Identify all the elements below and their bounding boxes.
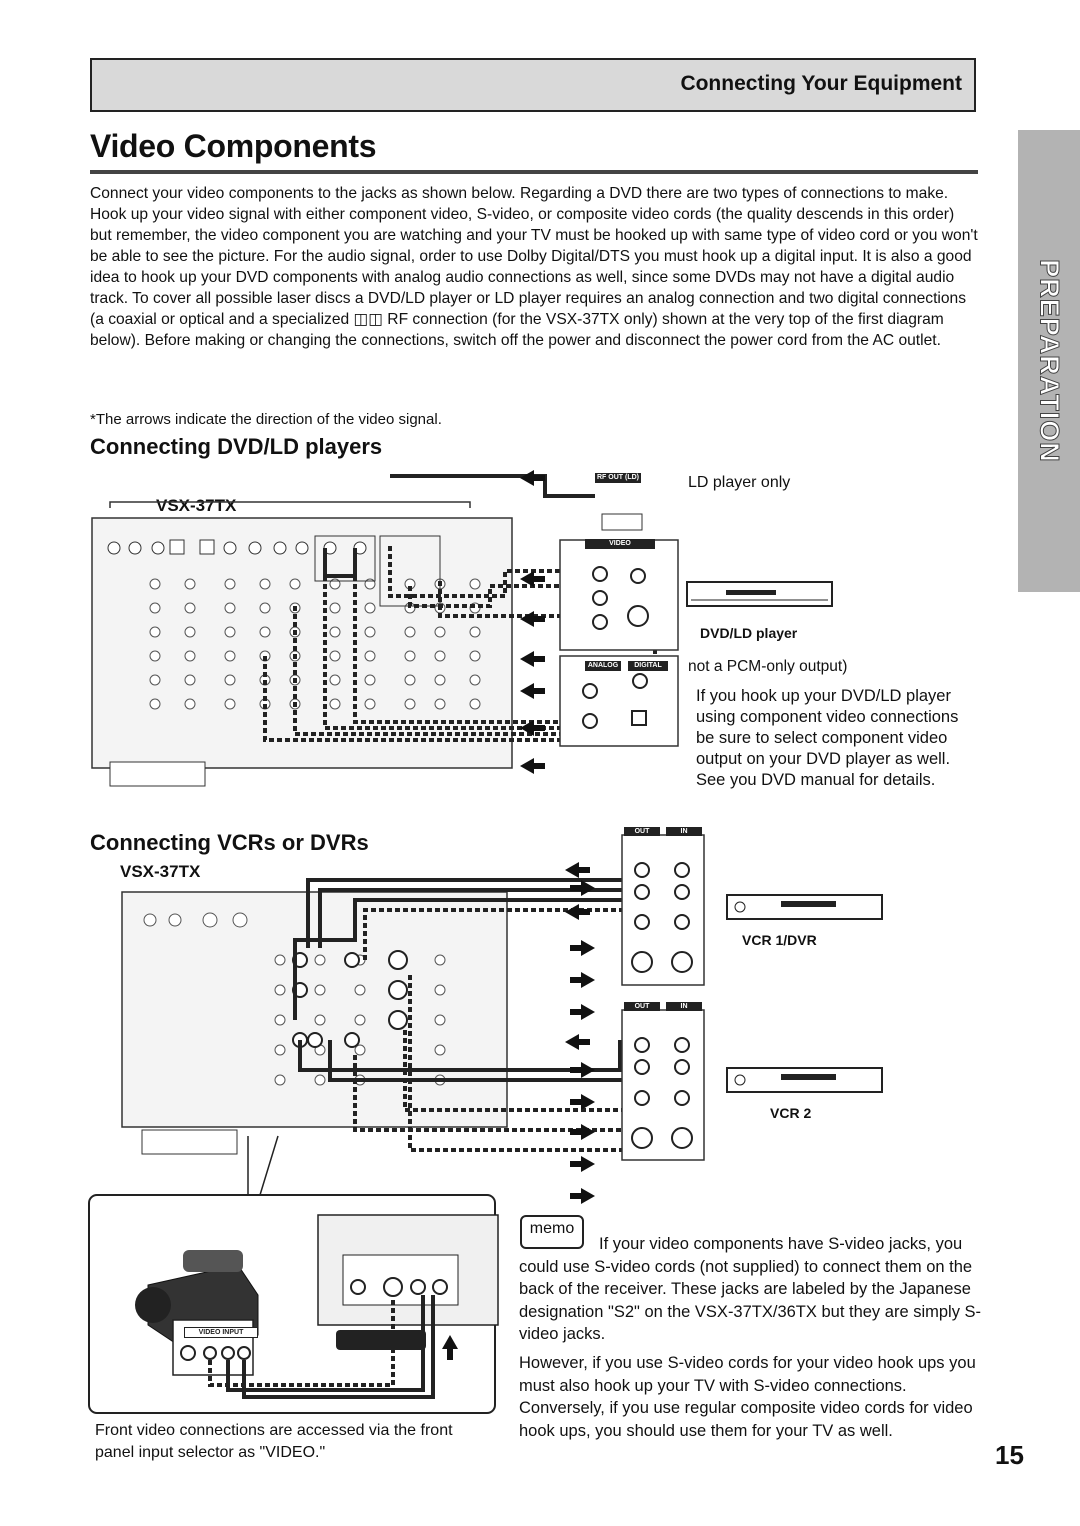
side-tab-label: PREPARATION <box>1034 259 1065 464</box>
dvd-player-icon <box>686 581 833 607</box>
vcr1-out-label: OUT <box>624 827 660 836</box>
front-note: Front video connections are accessed via… <box>95 1422 453 1461</box>
section-header-bar: Connecting Your Equipment <box>90 58 976 112</box>
vcr1-label: VCR 1/DVR <box>742 932 817 948</box>
vcr-panels <box>621 834 705 1161</box>
dvd-receiver-diagram <box>91 470 679 787</box>
dvd-player-label: DVD/LD player <box>700 625 798 641</box>
vcr-section-heading: Connecting VCRs or DVRs <box>90 830 369 855</box>
video-input-label: VIDEO INPUT <box>184 1327 258 1338</box>
memo-paragraph-1: If your video components have S-video ja… <box>519 1235 982 1343</box>
front-panel-callout <box>88 1135 499 1414</box>
vcr2-device-icon <box>726 1067 883 1093</box>
memo-icon: memo <box>520 1215 584 1249</box>
vcr2-label: VCR 2 <box>770 1105 812 1121</box>
digital-label: DIGITAL <box>628 661 668 671</box>
rf-out-label: RF OUT (LD) <box>595 473 641 483</box>
pcm-note: not a PCM-only output) <box>688 658 848 675</box>
vcr2-out-label: OUT <box>624 1002 660 1011</box>
section-title: Connecting Your Equipment <box>680 72 962 95</box>
vcr2-in-label: IN <box>666 1002 702 1011</box>
page-title: Video Components <box>90 128 377 164</box>
dvd-video-label: VIDEO <box>585 539 655 549</box>
dvd-section-heading: Connecting DVD/LD players <box>90 434 383 459</box>
vcr-model-label: VSX-37TX <box>120 862 201 881</box>
memo-icon-label: memo <box>529 1220 575 1237</box>
vcr-receiver-diagram <box>121 834 705 1204</box>
arrow-note: *The arrows indicate the direction of th… <box>90 411 442 428</box>
intro-paragraph: Connect your video components to the jac… <box>90 185 978 349</box>
page-number: 15 <box>995 1440 1024 1470</box>
vcr1-in-label: IN <box>666 827 702 836</box>
ld-only-label: LD player only <box>688 474 791 491</box>
side-tab: PREPARATION <box>1018 130 1080 592</box>
memo-paragraph-2: However, if you use S-video cords for yo… <box>519 1354 976 1440</box>
dvd-tip: If you hook up your DVD/LD player using … <box>696 687 959 789</box>
vcr1-device-icon <box>726 894 883 920</box>
dvd-model-label: VSX-37TX <box>156 496 237 515</box>
analog-label: ANALOG <box>585 661 621 671</box>
title-underline <box>90 170 978 174</box>
dvd-player-panel <box>559 539 679 747</box>
